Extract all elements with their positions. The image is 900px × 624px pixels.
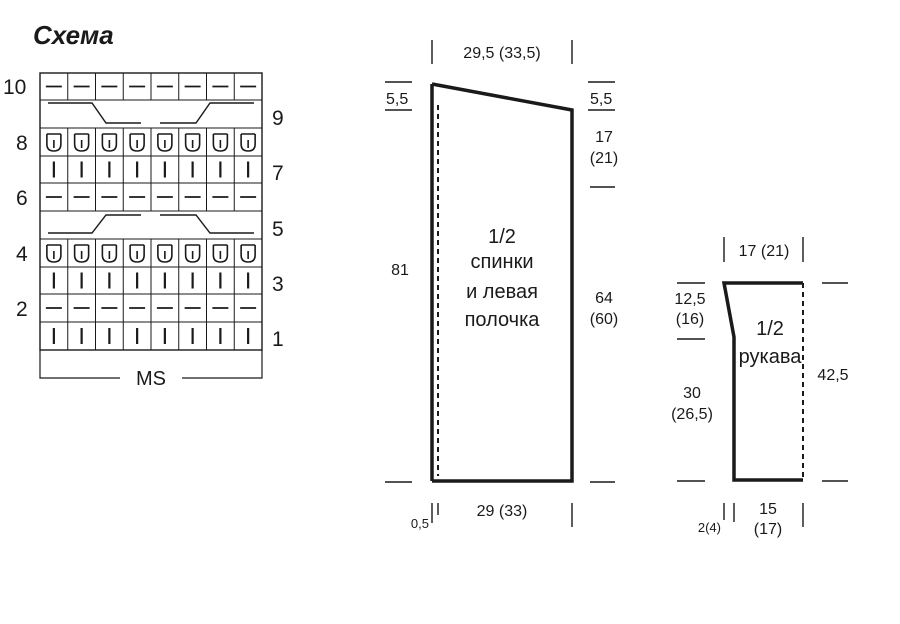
row-number-4: 4 bbox=[16, 243, 28, 266]
body-piece-outline bbox=[430, 82, 574, 483]
row-number-9: 9 bbox=[272, 107, 284, 130]
body-total-length: 81 bbox=[391, 262, 409, 279]
body-shoulder-drop-left: 5,5 bbox=[386, 91, 408, 108]
row-number-2: 2 bbox=[16, 298, 28, 321]
body-shoulder-drop-right: 5,5 bbox=[590, 91, 612, 108]
row-number-8: 8 bbox=[16, 132, 28, 155]
twisted-stitch-symbol bbox=[101, 244, 118, 263]
body-label-line4: полочка bbox=[465, 309, 541, 331]
body-side-length-alt: (60) bbox=[590, 311, 618, 328]
body-label-line2: спинки bbox=[471, 251, 534, 273]
twisted-stitch-symbol bbox=[73, 244, 90, 263]
body-label-line3: и левая bbox=[466, 281, 538, 303]
twisted-stitch-symbol bbox=[129, 244, 145, 263]
body-armhole-depth-alt: (21) bbox=[590, 150, 618, 167]
sleeve-cap-height: 12,5 bbox=[674, 291, 705, 308]
twisted-stitch-symbol bbox=[46, 133, 62, 152]
twisted-stitch-symbol bbox=[157, 133, 173, 152]
twisted-stitch-symbol bbox=[184, 244, 201, 263]
twisted-stitch-symbol bbox=[212, 133, 229, 152]
body-armhole-depth: 17 bbox=[595, 129, 613, 146]
twisted-stitch-symbol bbox=[73, 133, 90, 152]
body-bottom-width: 29 (33) bbox=[477, 503, 528, 520]
sleeve-lower-height-alt: (26,5) bbox=[671, 406, 713, 423]
sleeve-total-length: 42,5 bbox=[817, 367, 848, 384]
sleeve-edge-width: 2(4) bbox=[698, 520, 721, 535]
stitch-chart bbox=[39, 72, 263, 379]
sleeve-label-line2: рукава bbox=[739, 346, 803, 368]
twisted-stitch-symbol bbox=[46, 244, 62, 263]
body-top-width: 29,5 (33,5) bbox=[463, 45, 540, 62]
row-number-3: 3 bbox=[272, 273, 284, 296]
body-side-length: 64 bbox=[595, 290, 613, 307]
row-number-10: 10 bbox=[3, 76, 26, 99]
row-number-5: 5 bbox=[272, 218, 284, 241]
twisted-stitch-symbol bbox=[240, 133, 256, 152]
body-dimension-ticks bbox=[385, 40, 615, 527]
diagram-title: Схема bbox=[33, 20, 114, 50]
row-number-7: 7 bbox=[272, 162, 284, 185]
row-number-1: 1 bbox=[272, 328, 284, 351]
sleeve-lower-height: 30 bbox=[683, 385, 701, 402]
sleeve-bottom-width-alt: (17) bbox=[754, 521, 782, 538]
twisted-stitch-symbol bbox=[157, 244, 173, 263]
repeat-label: MS bbox=[136, 368, 166, 390]
sleeve-bottom-width: 15 bbox=[759, 501, 777, 518]
sleeve-cap-height-alt: (16) bbox=[676, 311, 704, 328]
stitch-symbols bbox=[45, 85, 257, 344]
twisted-stitch-symbol bbox=[212, 244, 229, 263]
row-number-6: 6 bbox=[16, 187, 28, 210]
twisted-stitch-symbol bbox=[129, 133, 145, 152]
sleeve-top-width: 17 (21) bbox=[739, 243, 790, 260]
twisted-stitch-symbol bbox=[184, 133, 201, 152]
sleeve-piece-outline bbox=[721, 281, 804, 482]
sleeve-dimension-ticks bbox=[677, 237, 848, 527]
body-edge-width: 0,5 bbox=[411, 516, 429, 531]
body-label-line1: 1/2 bbox=[488, 226, 516, 248]
twisted-stitch-symbol bbox=[240, 244, 256, 263]
twisted-stitch-symbol bbox=[101, 133, 118, 152]
sleeve-label-line1: 1/2 bbox=[756, 318, 784, 340]
